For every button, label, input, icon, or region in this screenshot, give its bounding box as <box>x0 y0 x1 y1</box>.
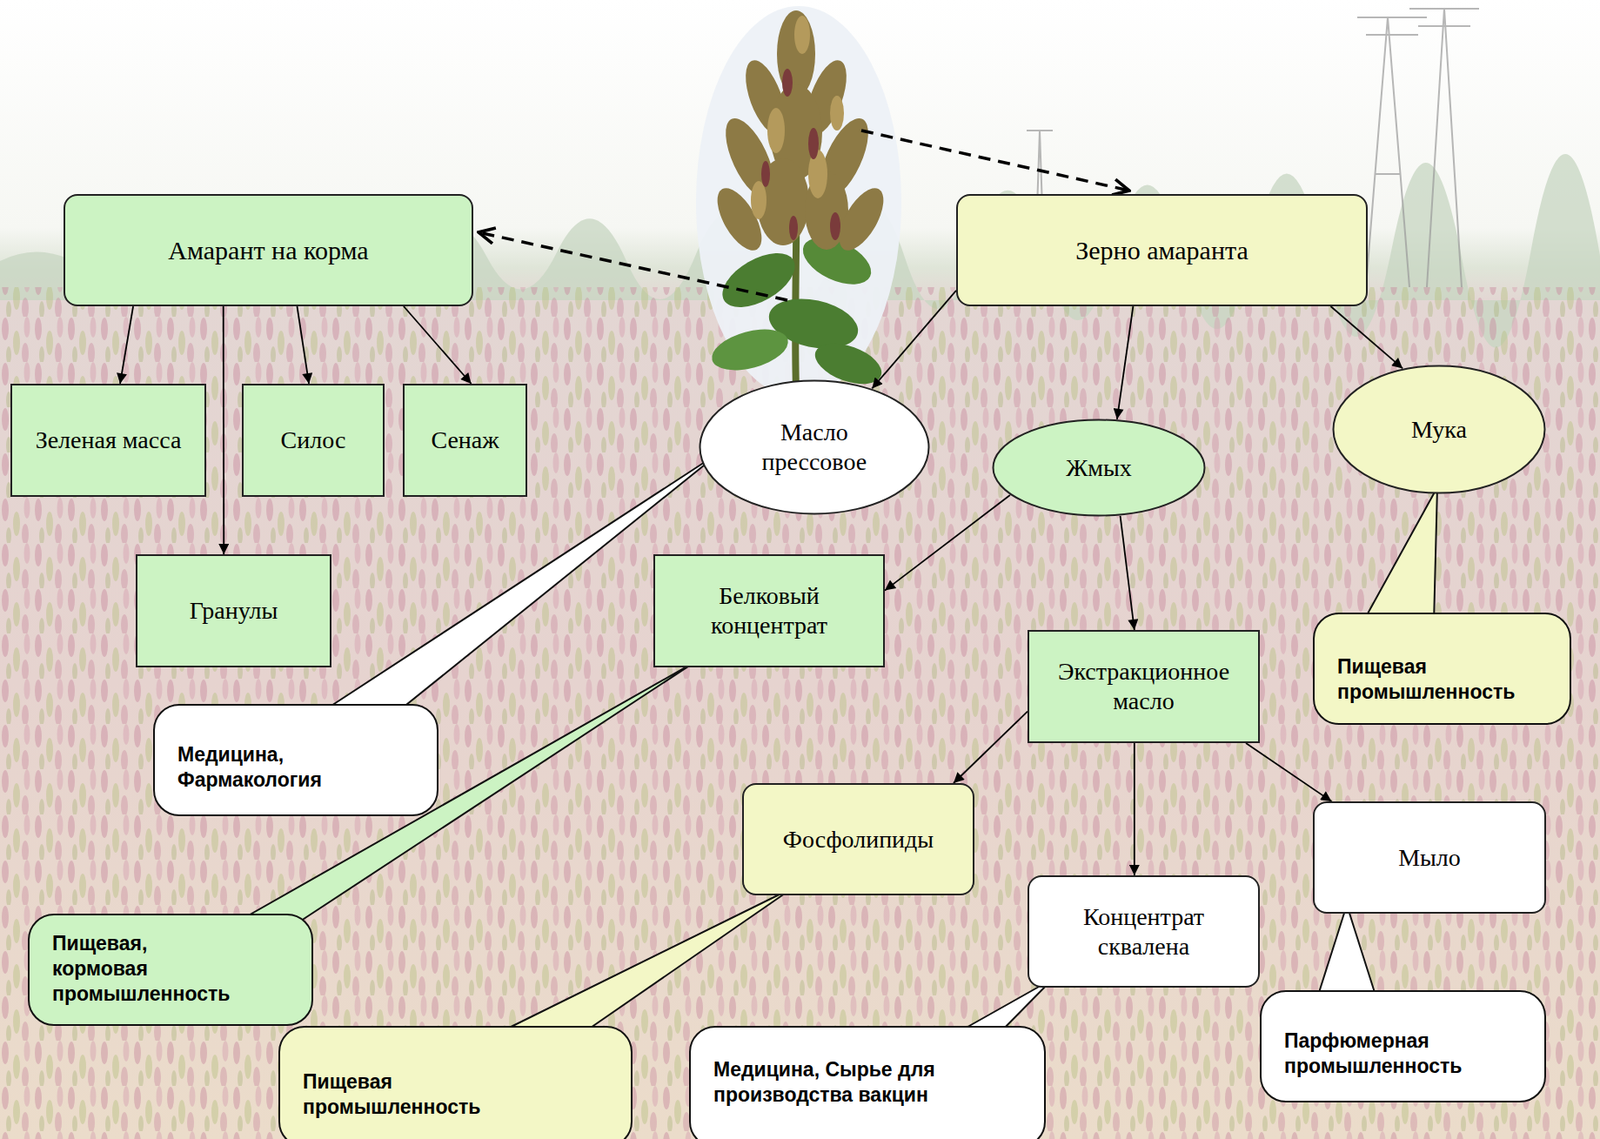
amaranth-plant <box>696 6 902 398</box>
node-label: Сенаж <box>430 425 499 456</box>
node-label: Масло прессовое <box>740 417 889 476</box>
node-label: Фосфолипиды <box>783 824 934 855</box>
node-label: Силос <box>281 425 347 456</box>
usage-callout: Медицина, Сырье для производства вакцин <box>689 1025 1046 1139</box>
ellipse-shape <box>993 420 1206 516</box>
node-label: Концентрат сквалена <box>1057 902 1232 961</box>
node-label: Мука <box>1411 415 1467 445</box>
flow-arrow <box>403 306 472 384</box>
flow-arrow <box>1330 306 1403 369</box>
usage-callout: Пищевая промышленность <box>278 1025 633 1139</box>
node-label: Гранулы <box>189 595 278 626</box>
flow-arrow <box>953 711 1028 784</box>
flow-arrow <box>120 306 134 384</box>
node-label: Зерно амаранта <box>1075 234 1248 267</box>
flow-arrow <box>1120 515 1135 630</box>
flow-arrow <box>871 290 957 389</box>
product-ellipse: Жмых <box>991 418 1206 517</box>
flow-arrow <box>222 306 225 555</box>
dashed-arrow <box>478 232 788 301</box>
product-box: Белковый концентрат <box>653 554 885 668</box>
flow-arrow <box>1133 743 1136 876</box>
product-ellipse: Мука <box>1332 364 1547 495</box>
usage-callout: Пищевая, кормовая промышленность <box>27 913 314 1026</box>
product-box: Гранулы <box>135 554 332 668</box>
usage-label: Пищевая, кормовая промышленность <box>52 930 239 1006</box>
product-box: Экстракционное масло <box>1027 629 1260 744</box>
ellipse-outline <box>698 379 931 516</box>
product-box: Зеленая масса <box>10 383 207 497</box>
usage-callout: Медицина, Фармакология <box>153 703 439 817</box>
usage-label: Парфюмерная промышленность <box>1284 1028 1493 1079</box>
usage-callout: Парфюмерная промышленность <box>1259 990 1547 1103</box>
callout-tail <box>1316 904 1378 1001</box>
flow-arrow <box>1117 306 1133 420</box>
product-box: Амарант на корма <box>63 194 474 307</box>
node-label: Экстракционное масло <box>1044 656 1245 716</box>
product-ellipse: Масло прессовое <box>698 379 931 516</box>
usage-label: Пищевая промышленность <box>1337 654 1547 705</box>
product-box: Силос <box>241 383 385 497</box>
flow-arrow <box>884 495 1011 591</box>
product-box: Зерно амаранта <box>956 194 1368 307</box>
node-label: Амарант на корма <box>167 234 369 267</box>
usage-label: Медицина, Фармакология <box>177 742 387 793</box>
callout-tail <box>489 887 794 1038</box>
flow-arrow <box>296 306 309 384</box>
node-label: Белковый концентрат <box>690 581 848 640</box>
product-box: Мыло <box>1312 801 1547 914</box>
node-label: Жмых <box>1065 453 1132 483</box>
product-box: Сенаж <box>402 383 528 497</box>
product-box: Концентрат сквалена <box>1027 875 1260 988</box>
product-box: Фосфолипиды <box>742 783 975 896</box>
usage-callout: Пищевая промышленность <box>1312 612 1572 725</box>
flow-arrow <box>1245 743 1332 802</box>
dashed-arrow <box>861 130 1130 191</box>
amaranth-field <box>0 287 1600 1139</box>
node-label: Мыло <box>1398 843 1461 873</box>
usage-label: Пищевая промышленность <box>302 1069 529 1120</box>
ellipse-shape <box>699 381 929 515</box>
usage-label: Медицина, Сырье для производства вакцин <box>713 1057 949 1108</box>
callout-tail <box>1362 487 1438 623</box>
node-label: Зеленая масса <box>35 425 182 456</box>
ellipse-shape <box>1333 366 1546 494</box>
